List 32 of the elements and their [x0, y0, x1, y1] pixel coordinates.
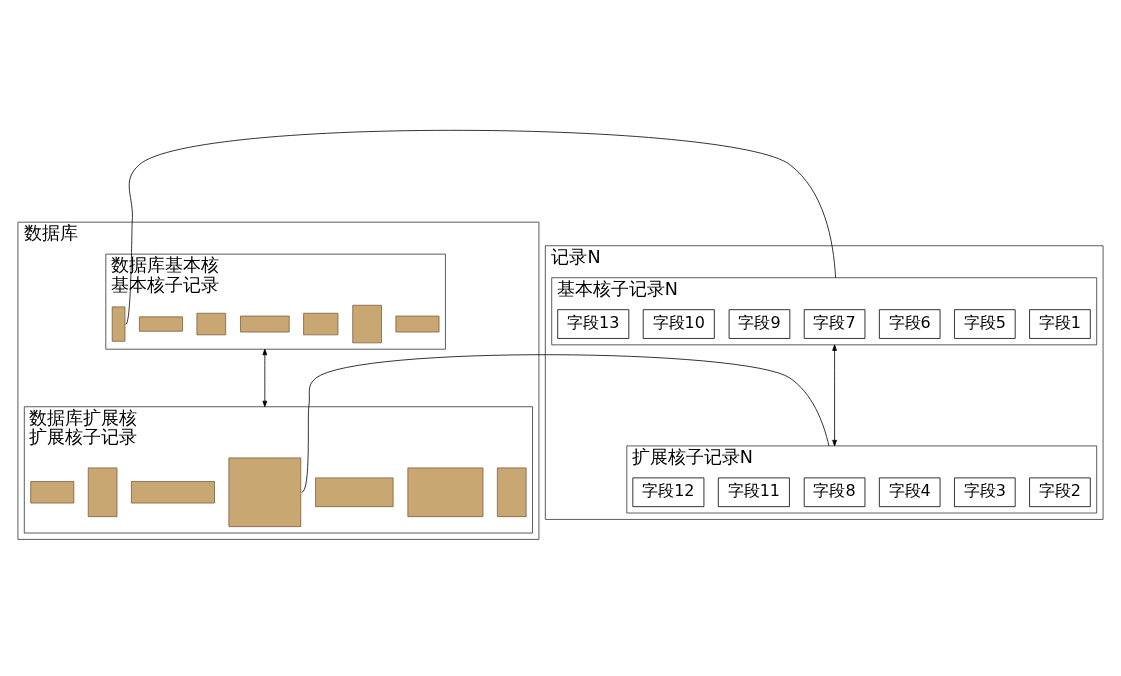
node-box	[240, 315, 290, 333]
node-box: 字段6	[878, 309, 941, 339]
node-box	[496, 467, 527, 518]
node-box	[228, 457, 302, 528]
node-box	[30, 481, 75, 504]
node-box	[395, 315, 440, 333]
node-box	[315, 477, 394, 508]
node-box: 字段7	[803, 309, 866, 339]
node-box	[139, 316, 183, 332]
cluster: 数据库扩展核 扩展核子记录	[23, 406, 533, 534]
node-box: 字段10	[642, 309, 715, 339]
node-box: 字段13	[557, 309, 630, 339]
node-box: 字段11	[717, 477, 790, 508]
node-box: 字段4	[878, 477, 941, 508]
node-box	[131, 481, 215, 504]
connector	[125, 129, 836, 325]
node-box	[87, 467, 118, 518]
node-box: 字段1	[1029, 309, 1091, 339]
arrow	[832, 344, 837, 447]
node-box: 字段5	[954, 309, 1016, 339]
node-box: 字段2	[1029, 477, 1091, 508]
node-box: 字段9	[728, 309, 791, 339]
node-box	[352, 304, 382, 344]
node-box	[196, 312, 227, 336]
node-box: 字段3	[954, 477, 1016, 508]
node-box: 字段8	[803, 477, 866, 508]
node-box	[303, 312, 339, 336]
connector	[301, 354, 830, 493]
node-box	[407, 467, 484, 518]
node-box	[111, 306, 126, 342]
node-box: 字段12	[632, 477, 705, 508]
arrow	[262, 348, 268, 408]
